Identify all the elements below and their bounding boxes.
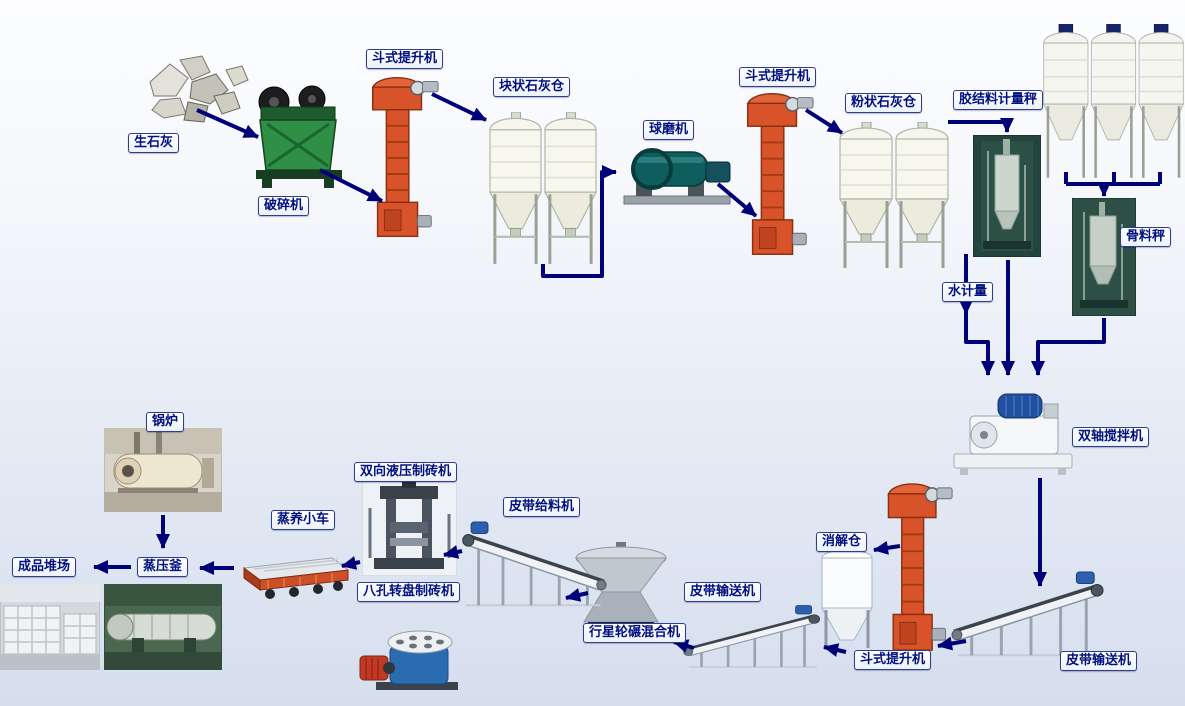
aggregate-scale-photo (1072, 198, 1136, 316)
label-boiler: 锅炉 (146, 412, 185, 433)
label-hydraulic-press: 双向液压制砖机 (354, 462, 458, 483)
hydraulic-brick-press-photo (362, 478, 457, 576)
bucket-elevator-3-icon (887, 482, 954, 652)
label-twin-shaft-mixer: 双轴搅拌机 (1072, 427, 1150, 448)
label-autoclave: 蒸压釜 (137, 557, 189, 578)
powder-lime-silos-icon (838, 122, 950, 270)
autoclave-photo (104, 584, 222, 670)
label-curing-cart: 蒸养小车 (271, 510, 336, 531)
block-lime-silos-icon (488, 112, 598, 266)
label-digestion-silo: 消解仓 (816, 532, 868, 553)
label-bucket-elevator-3: 斗式提升机 (854, 650, 932, 671)
label-quicklime: 生石灰 (128, 133, 180, 154)
aggregate-silos-icon (1042, 24, 1185, 180)
label-aggregate-scale: 骨料秤 (1120, 227, 1172, 248)
label-rotary-press: 八孔转盘制砖机 (357, 582, 461, 603)
label-product-yard: 成品堆场 (12, 557, 77, 578)
label-bucket-elevator-2: 斗式提升机 (739, 67, 817, 88)
label-powder-lime-silo: 粉状石灰仓 (845, 93, 923, 114)
label-water-meter: 水计量 (942, 282, 994, 303)
binder-scale-photo (973, 135, 1041, 257)
flow-arrow (431, 92, 487, 122)
belt-feeder-icon (460, 520, 608, 607)
label-ball-mill: 球磨机 (643, 120, 695, 141)
label-belt-conveyor-right: 皮带输送机 (1060, 651, 1138, 672)
label-binder-scale: 胶结料计量秤 (953, 90, 1044, 111)
product-yard-photo (0, 584, 100, 670)
rotary-brick-press-icon (359, 630, 458, 690)
belt-conveyor-right-icon (950, 570, 1105, 657)
flow-arrow (948, 118, 1014, 133)
bucket-elevator-1-icon (371, 76, 440, 238)
boiler-photo (104, 428, 222, 512)
label-block-lime-silo: 块状石灰仓 (493, 77, 571, 98)
bucket-elevator-2-icon (746, 92, 815, 256)
belt-conveyor-mid-icon (682, 604, 822, 669)
flow-arrow (964, 314, 995, 376)
label-belt-feeder: 皮带给料机 (503, 497, 581, 518)
label-crusher: 破碎机 (258, 196, 310, 217)
twin-shaft-mixer-icon (953, 393, 1073, 475)
label-belt-conveyor-mid: 皮带输送机 (684, 582, 762, 603)
digestion-silo-icon (821, 549, 873, 648)
jaw-crusher-icon (256, 85, 342, 188)
steam-curing-cart-icon (242, 557, 350, 599)
label-bucket-elevator-1: 斗式提升机 (366, 49, 444, 70)
ball-mill-icon (623, 148, 731, 205)
flow-arrow (1031, 318, 1106, 376)
quicklime-rocks-icon (149, 55, 249, 123)
label-planetary-mixer: 行星轮碾混合机 (583, 623, 687, 644)
